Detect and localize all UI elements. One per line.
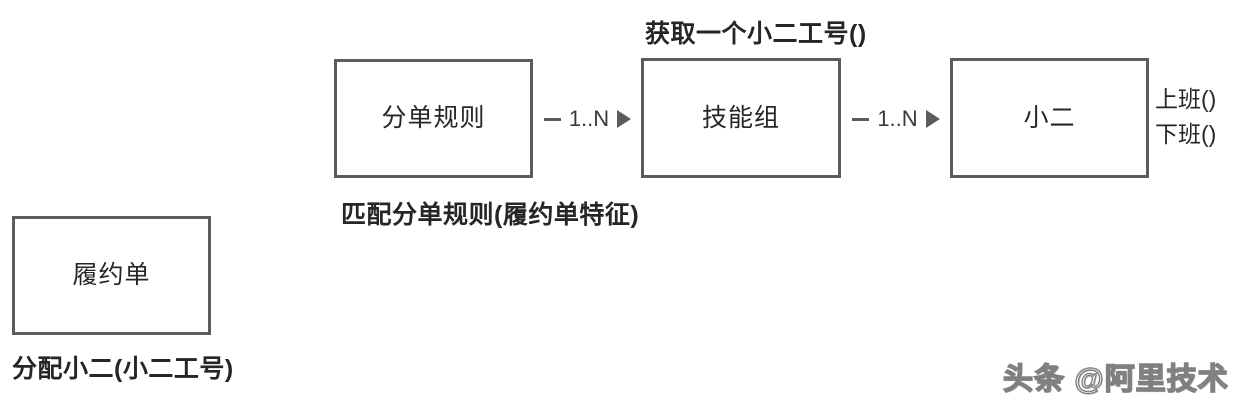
operation-title-get-agent-id: 获取一个小二工号() [645, 20, 867, 48]
connector-line-stub [543, 117, 561, 121]
connector-line-stub [852, 117, 870, 121]
node-dispatch-rule[interactable]: 分单规则 [334, 59, 533, 178]
agent-method-list: 上班() 下班() [1155, 88, 1216, 146]
node-agent[interactable]: 小二 [950, 58, 1149, 178]
node-agent-label: 小二 [1023, 103, 1076, 132]
arrowhead-icon [925, 110, 940, 128]
node-fulfillment-order[interactable]: 履约单 [12, 216, 211, 335]
multiplicity-label-rule-to-skill: 1..N [568, 106, 610, 131]
caption-allocate-agent: 分配小二(小二工号) [12, 355, 234, 383]
connector-rule-to-skill: 1..N [533, 99, 642, 139]
watermark: 头条 @阿里技术 [1002, 362, 1229, 396]
node-skill-group[interactable]: 技能组 [641, 58, 841, 178]
connector-skill-to-agent: 1..N [841, 99, 951, 139]
node-skill-group-label: 技能组 [701, 103, 780, 132]
multiplicity-label-skill-to-agent: 1..N [877, 106, 918, 131]
agent-method-clock-out: 下班() [1155, 121, 1217, 147]
node-fulfillment-order-label: 履约单 [72, 261, 151, 289]
node-dispatch-rule-label: 分单规则 [381, 104, 486, 132]
agent-method-clock-in: 上班() [1155, 86, 1217, 112]
caption-match-dispatch-rule: 匹配分单规则(履约单特征) [341, 201, 640, 229]
arrowhead-icon [617, 110, 632, 128]
